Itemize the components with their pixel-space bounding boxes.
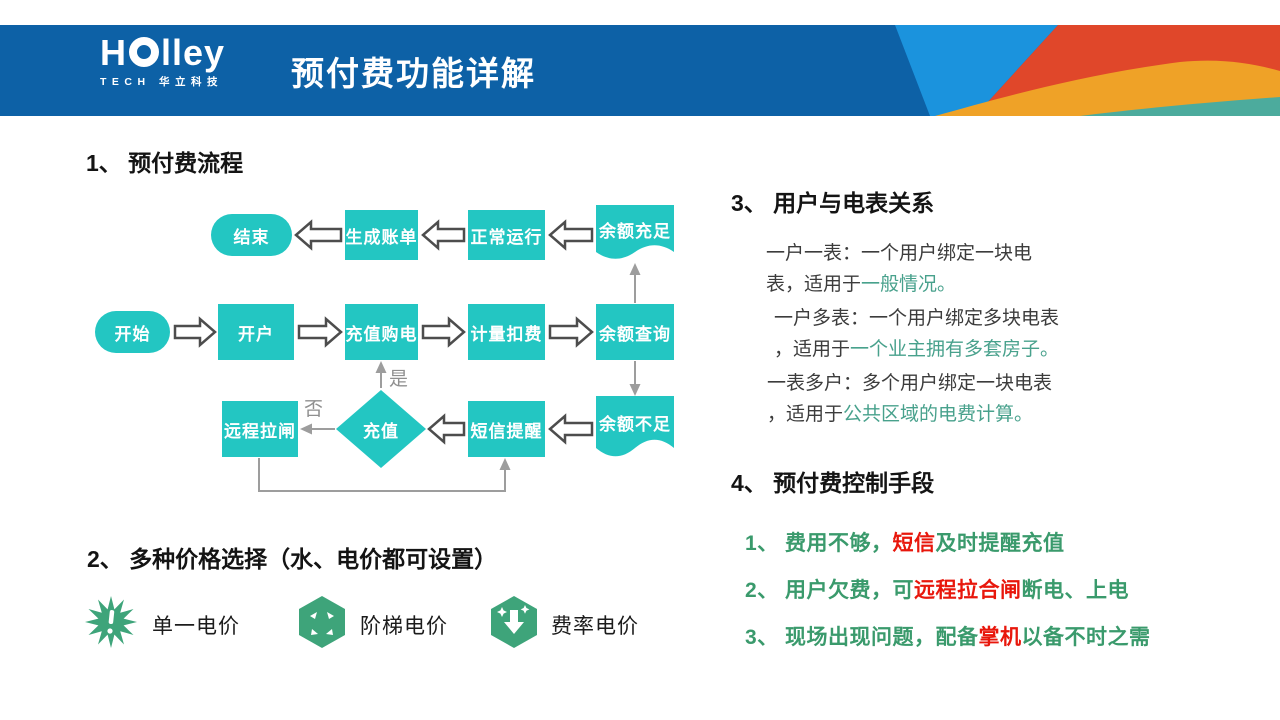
- section1-heading: 1、 预付费流程: [86, 150, 244, 176]
- user-meter-bullet-3: 一表多户：多个用户绑定一块电表 ，适用于公共区域的电费计算。: [767, 368, 1052, 430]
- holley-logo-subtext: TECH 华立科技: [100, 76, 223, 88]
- bullet-text: 一表多户：多个用户绑定一块电表: [767, 373, 1053, 394]
- block-arrow-left-icon: [548, 413, 594, 445]
- branch-label-no: 否: [304, 399, 324, 420]
- pricing-label-flat: 单一电价: [152, 615, 240, 638]
- flow-node-purchase: 充值购电: [345, 304, 418, 360]
- bullet-highlight: 一个业主拥有多套房子。: [850, 339, 1060, 360]
- flow-doc-balance-insufficient: [596, 396, 674, 457]
- block-arrow-right-icon: [173, 316, 217, 348]
- bullet-highlight: 公共区域的电费计算。: [843, 404, 1034, 425]
- flow-node-metering: 计量扣费: [468, 304, 545, 360]
- arrowhead-up-icon: [375, 361, 387, 373]
- deco-lightblue-wedge: [895, 25, 1058, 116]
- flow-doc-balance-sufficient: [596, 205, 674, 259]
- block-arrow-left-icon: [294, 219, 343, 251]
- flow-node-balance-insufficient: 余额不足: [599, 414, 671, 434]
- flow-node-open-account: 开户: [218, 304, 294, 360]
- flow-node-end: 结束: [211, 214, 292, 256]
- deco-yellow-curve: [935, 60, 1280, 116]
- page-title: 预付费功能详解: [291, 55, 536, 92]
- block-arrow-right-icon: [548, 316, 594, 348]
- hexagon-arrow-icon: [491, 596, 537, 648]
- flow-node-normal-operation: 正常运行: [468, 210, 545, 260]
- user-meter-bullet-1: 一户一表：一个用户绑定一块电 表，适用于一般情况。: [766, 238, 1032, 300]
- section3-heading: 3、 用户与电表关系: [731, 190, 935, 216]
- holley-logo-o-icon: [129, 37, 159, 67]
- bullet-text: 一户一表：一个用户绑定一块电: [766, 243, 1033, 264]
- control-text: 3、 现场出现问题，配备: [745, 626, 979, 649]
- block-arrow-left-icon: [548, 219, 594, 251]
- control-text: 断电、上电: [1021, 579, 1130, 602]
- arrowhead-down-icon: [629, 384, 641, 396]
- pricing-label-rate: 费率电价: [551, 615, 639, 638]
- section2-heading: 2、 多种价格选择（水、电价都可设置）: [87, 546, 498, 572]
- hexagon-cube-icon: [299, 596, 345, 648]
- control-item-1: 1、 费用不够，短信及时提醒充值: [745, 527, 1065, 557]
- flow-node-generate-bill: 生成账单: [345, 210, 418, 260]
- bullet-highlight: 一般情况。: [861, 274, 957, 295]
- flow-node-balance-query: 余额查询: [596, 304, 674, 360]
- control-item-2: 2、 用户欠费，可远程拉合闸断电、上电: [745, 574, 1129, 604]
- bullet-text: 一户多表：一个用户绑定多块电表: [774, 308, 1060, 329]
- control-text-red: 短信: [892, 532, 936, 555]
- control-text: 1、 费用不够，: [745, 532, 893, 555]
- bullet-text: ，适用于: [767, 404, 844, 425]
- bullet-text: 表，适用于: [766, 274, 862, 295]
- pricing-label-tiered: 阶梯电价: [360, 615, 448, 638]
- flow-node-recharge-decision: 充值: [363, 421, 399, 441]
- header-decoration: [895, 25, 1280, 116]
- arrowhead-left-icon: [300, 423, 312, 435]
- branch-label-yes: 是: [389, 369, 409, 390]
- arrowhead-up-icon: [629, 263, 641, 275]
- flow-node-start: 开始: [95, 311, 170, 353]
- arrowhead-up-icon: [499, 458, 511, 470]
- block-arrow-right-icon: [297, 316, 343, 348]
- logo-text-h: H: [100, 32, 127, 73]
- control-text: 及时提醒充值: [935, 532, 1065, 555]
- bullet-text: ，适用于: [774, 339, 851, 360]
- logo-text-rest: lley: [161, 32, 226, 73]
- user-meter-bullet-2: 一户多表：一个用户绑定多块电表 ，适用于一个业主拥有多套房子。: [774, 303, 1059, 365]
- block-arrow-left-icon: [421, 219, 466, 251]
- burst-exclamation-icon: [85, 596, 137, 648]
- flowchart-connectors: [173, 205, 674, 492]
- flow-node-remote-trip: 远程拉闸: [222, 401, 298, 457]
- connector-trip-loop-to-sms: [258, 458, 506, 492]
- block-arrow-right-icon: [421, 316, 466, 348]
- flow-node-sms-reminder: 短信提醒: [468, 401, 545, 457]
- section4-heading: 4、 预付费控制手段: [731, 470, 935, 496]
- deco-teal-curve: [1080, 97, 1280, 116]
- flow-diamond-recharge: [336, 390, 426, 468]
- block-arrow-left-icon: [427, 413, 466, 445]
- control-item-3: 3、 现场出现问题，配备掌机以备不时之需: [745, 621, 1151, 651]
- control-text-red: 掌机: [978, 626, 1022, 649]
- flow-node-balance-sufficient: 余额充足: [599, 221, 671, 241]
- control-text: 以备不时之需: [1021, 626, 1151, 649]
- control-text: 2、 用户欠费，可: [745, 579, 915, 602]
- control-text-red: 远程拉合闸: [914, 579, 1022, 602]
